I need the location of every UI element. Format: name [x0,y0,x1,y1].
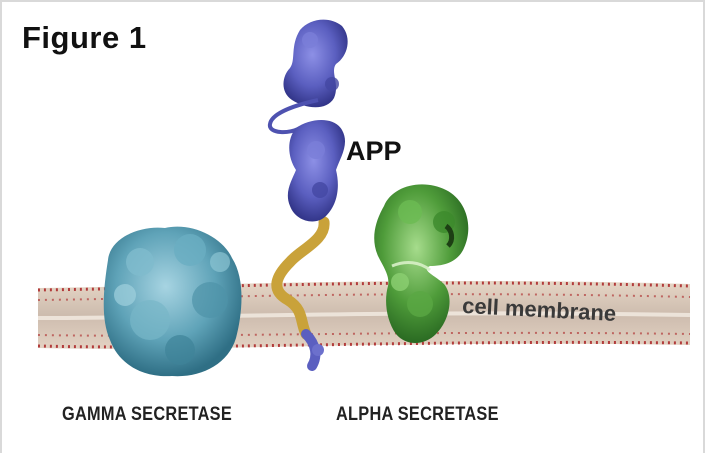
app-label: APP [346,136,402,167]
gamma-secretase-caption: GAMMA SECRETASE [62,404,232,426]
gamma-secretase-molecule-icon [104,227,242,377]
alpha-secretase-caption: ALPHA SECRETASE [336,404,499,426]
figure-title: Figure 1 [22,20,147,56]
